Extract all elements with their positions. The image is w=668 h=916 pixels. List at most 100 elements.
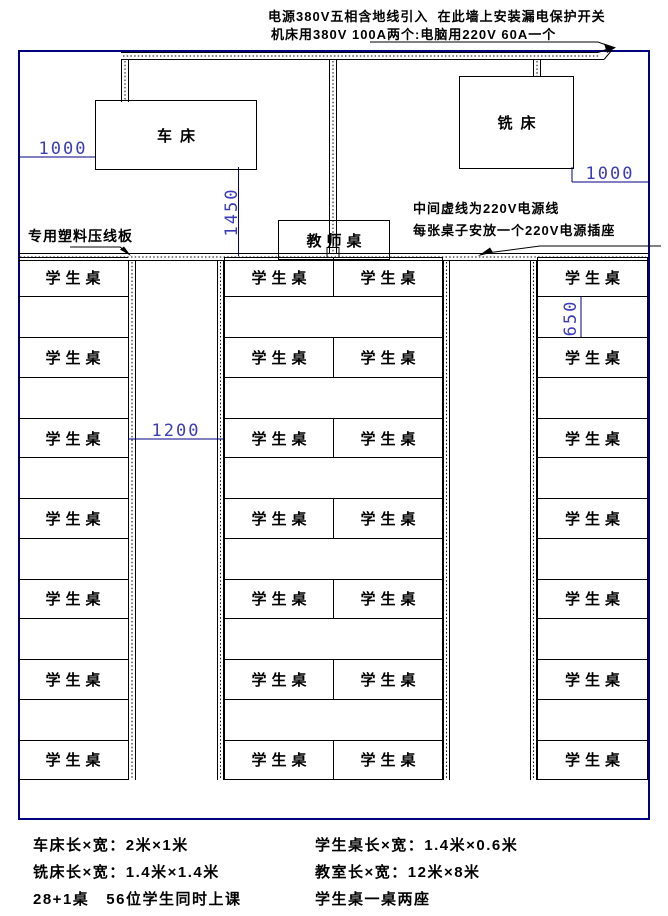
annotation-breaker-spec: 机床用380V 100A两个:电脑用220V 60A一个 [271,27,557,42]
legend-seats-per-desk: 学生桌一桌两座 [315,891,431,908]
student-desk: 学生桌 [334,338,442,376]
mill-label: 铣床 [497,115,544,132]
student-desk-label: 学生桌 [251,350,312,368]
student-desk: 学生桌 [334,580,442,618]
student-desk-label: 学生桌 [45,350,106,368]
student-desk: 学生桌 [18,419,128,457]
dim-1450: 1450 [222,187,242,237]
student-desk-label: 学生桌 [45,430,106,448]
student-desk-row: 学生桌 [538,417,647,459]
student-desk: 学生桌 [18,741,128,779]
legend-room-size: 教室长×宽：12米×8米 [315,864,481,881]
student-desk-label: 学生桌 [360,752,421,770]
student-desk-label: 学生桌 [564,350,625,368]
student-desk: 学生桌 [18,499,128,537]
dim-left-1000: 1000 [38,139,88,159]
student-desk: 学生桌 [538,741,647,779]
student-desk-row: 学生桌 [538,739,647,780]
annotation-cable-board: 专用塑料压线板 [28,228,133,244]
student-desk: 学生桌 [18,580,128,618]
student-desk-row: 学生桌 学生桌 [225,659,442,700]
student-desk-label: 学生桌 [360,430,421,448]
student-desk-row: 学生桌 学生桌 [225,417,442,459]
arrowhead-cable-board [120,246,131,256]
student-desk-label: 学生桌 [251,269,312,287]
student-desk: 学生桌 [225,338,334,377]
power-channel-middle-right [443,260,450,780]
student-desk-label: 学生桌 [45,671,106,689]
student-desk-row: 学生桌 [18,337,128,378]
student-desk: 学生桌 [538,499,647,537]
student-desk: 学生桌 [225,258,334,297]
student-desk-row: 学生桌 [18,739,128,780]
student-desk: 学生桌 [225,499,334,538]
student-desk: 学生桌 [18,338,128,376]
dimension-lines [18,156,649,440]
student-desk-row: 学生桌 学生桌 [225,498,442,539]
student-desk: 学生桌 [334,660,442,698]
student-desk-label: 学生桌 [564,591,625,609]
student-desk-label: 学生桌 [45,591,106,609]
student-desk-label: 学生桌 [251,510,312,528]
annotation-midline-220v: 中间虚线为220V电源线 [413,201,560,216]
student-desk: 学生桌 [334,499,442,537]
student-desk-row: 学生桌 学生桌 [225,578,442,620]
student-desk-label: 学生桌 [45,752,106,770]
annotation-socket-per-desk: 每张桌子安放一个220V电源插座 [413,223,616,238]
mill-box: 铣床 [459,76,574,169]
student-desk-label: 学生桌 [360,591,421,609]
room-wall-outline [18,50,650,820]
student-desk: 学生桌 [225,740,334,779]
leader-arrow-socket-note [478,245,661,256]
student-desk-row: 学生桌 [18,659,128,700]
dim-right-1000: 1000 [585,164,635,184]
student-desk: 学生桌 [225,418,334,458]
student-desk-column-left: 学生桌学生桌学生桌学生桌学生桌学生桌学生桌 [18,257,128,780]
student-desk-label: 学生桌 [564,752,625,770]
student-desk-label: 学生桌 [564,671,625,689]
student-desk-label: 学生桌 [251,591,312,609]
power-line-top [121,47,613,60]
lathe-label: 车床 [156,127,203,145]
student-desk-row: 学生桌 [538,257,647,298]
student-desk-row: 学生桌 [538,659,647,700]
student-desk: 学生桌 [18,660,128,698]
power-channel-middle-left [217,260,224,780]
student-desk: 学生桌 [538,419,647,457]
student-desk: 学生桌 [334,419,442,457]
student-desk-label: 学生桌 [360,350,421,368]
student-desk-label: 学生桌 [360,671,421,689]
student-desk-column-middle: 学生桌学生桌学生桌学生桌学生桌学生桌学生桌学生桌学生桌学生桌学生桌学生桌学生桌学… [224,257,443,780]
power-channel-right-aisle [530,260,537,780]
student-desk-label: 学生桌 [564,269,625,287]
legend-mill-size: 铣床长×宽：1.4米×1.4米 [33,864,220,881]
student-desk: 学生桌 [334,741,442,779]
student-desk: 学生桌 [334,258,442,296]
dim-1200: 1200 [151,421,201,441]
leader-arrow-top [370,41,616,53]
power-drop-lathe [121,59,129,102]
student-desk-column-right: 学生桌学生桌学生桌学生桌学生桌学生桌学生桌 [537,257,648,780]
student-desk-row: 学生桌 学生桌 [225,739,442,780]
student-desk-label: 学生桌 [251,752,312,770]
student-desk-label: 学生桌 [251,430,312,448]
power-channel-left-aisle [128,260,136,780]
legend-desk-count: 28+1桌 56位学生同时上课 [33,891,242,908]
student-desk-row: 学生桌 [18,417,128,459]
teacher-desk-label: 教师桌 [306,232,367,250]
annotation-power-source: 电源380V五相含地线引入 在此墙上安装漏电保护开关 [268,9,606,24]
student-desk-label: 学生桌 [564,430,625,448]
lathe-box: 车床 [95,100,257,170]
student-desk-row: 学生桌 [18,498,128,539]
student-desk: 学生桌 [538,338,647,376]
student-desk-row: 学生桌 [18,257,128,298]
student-desk-row: 学生桌 [538,337,647,378]
student-desk: 学生桌 [225,660,334,699]
teacher-desk-box: 教师桌 [278,220,390,260]
power-drop-mill [533,59,541,77]
legend-desk-size: 学生桌长×宽：1.4米×0.6米 [315,837,519,854]
arrowhead-socket-note [478,247,493,256]
leader-arrow-cable-board [70,246,131,256]
student-desk-label: 学生桌 [251,671,312,689]
